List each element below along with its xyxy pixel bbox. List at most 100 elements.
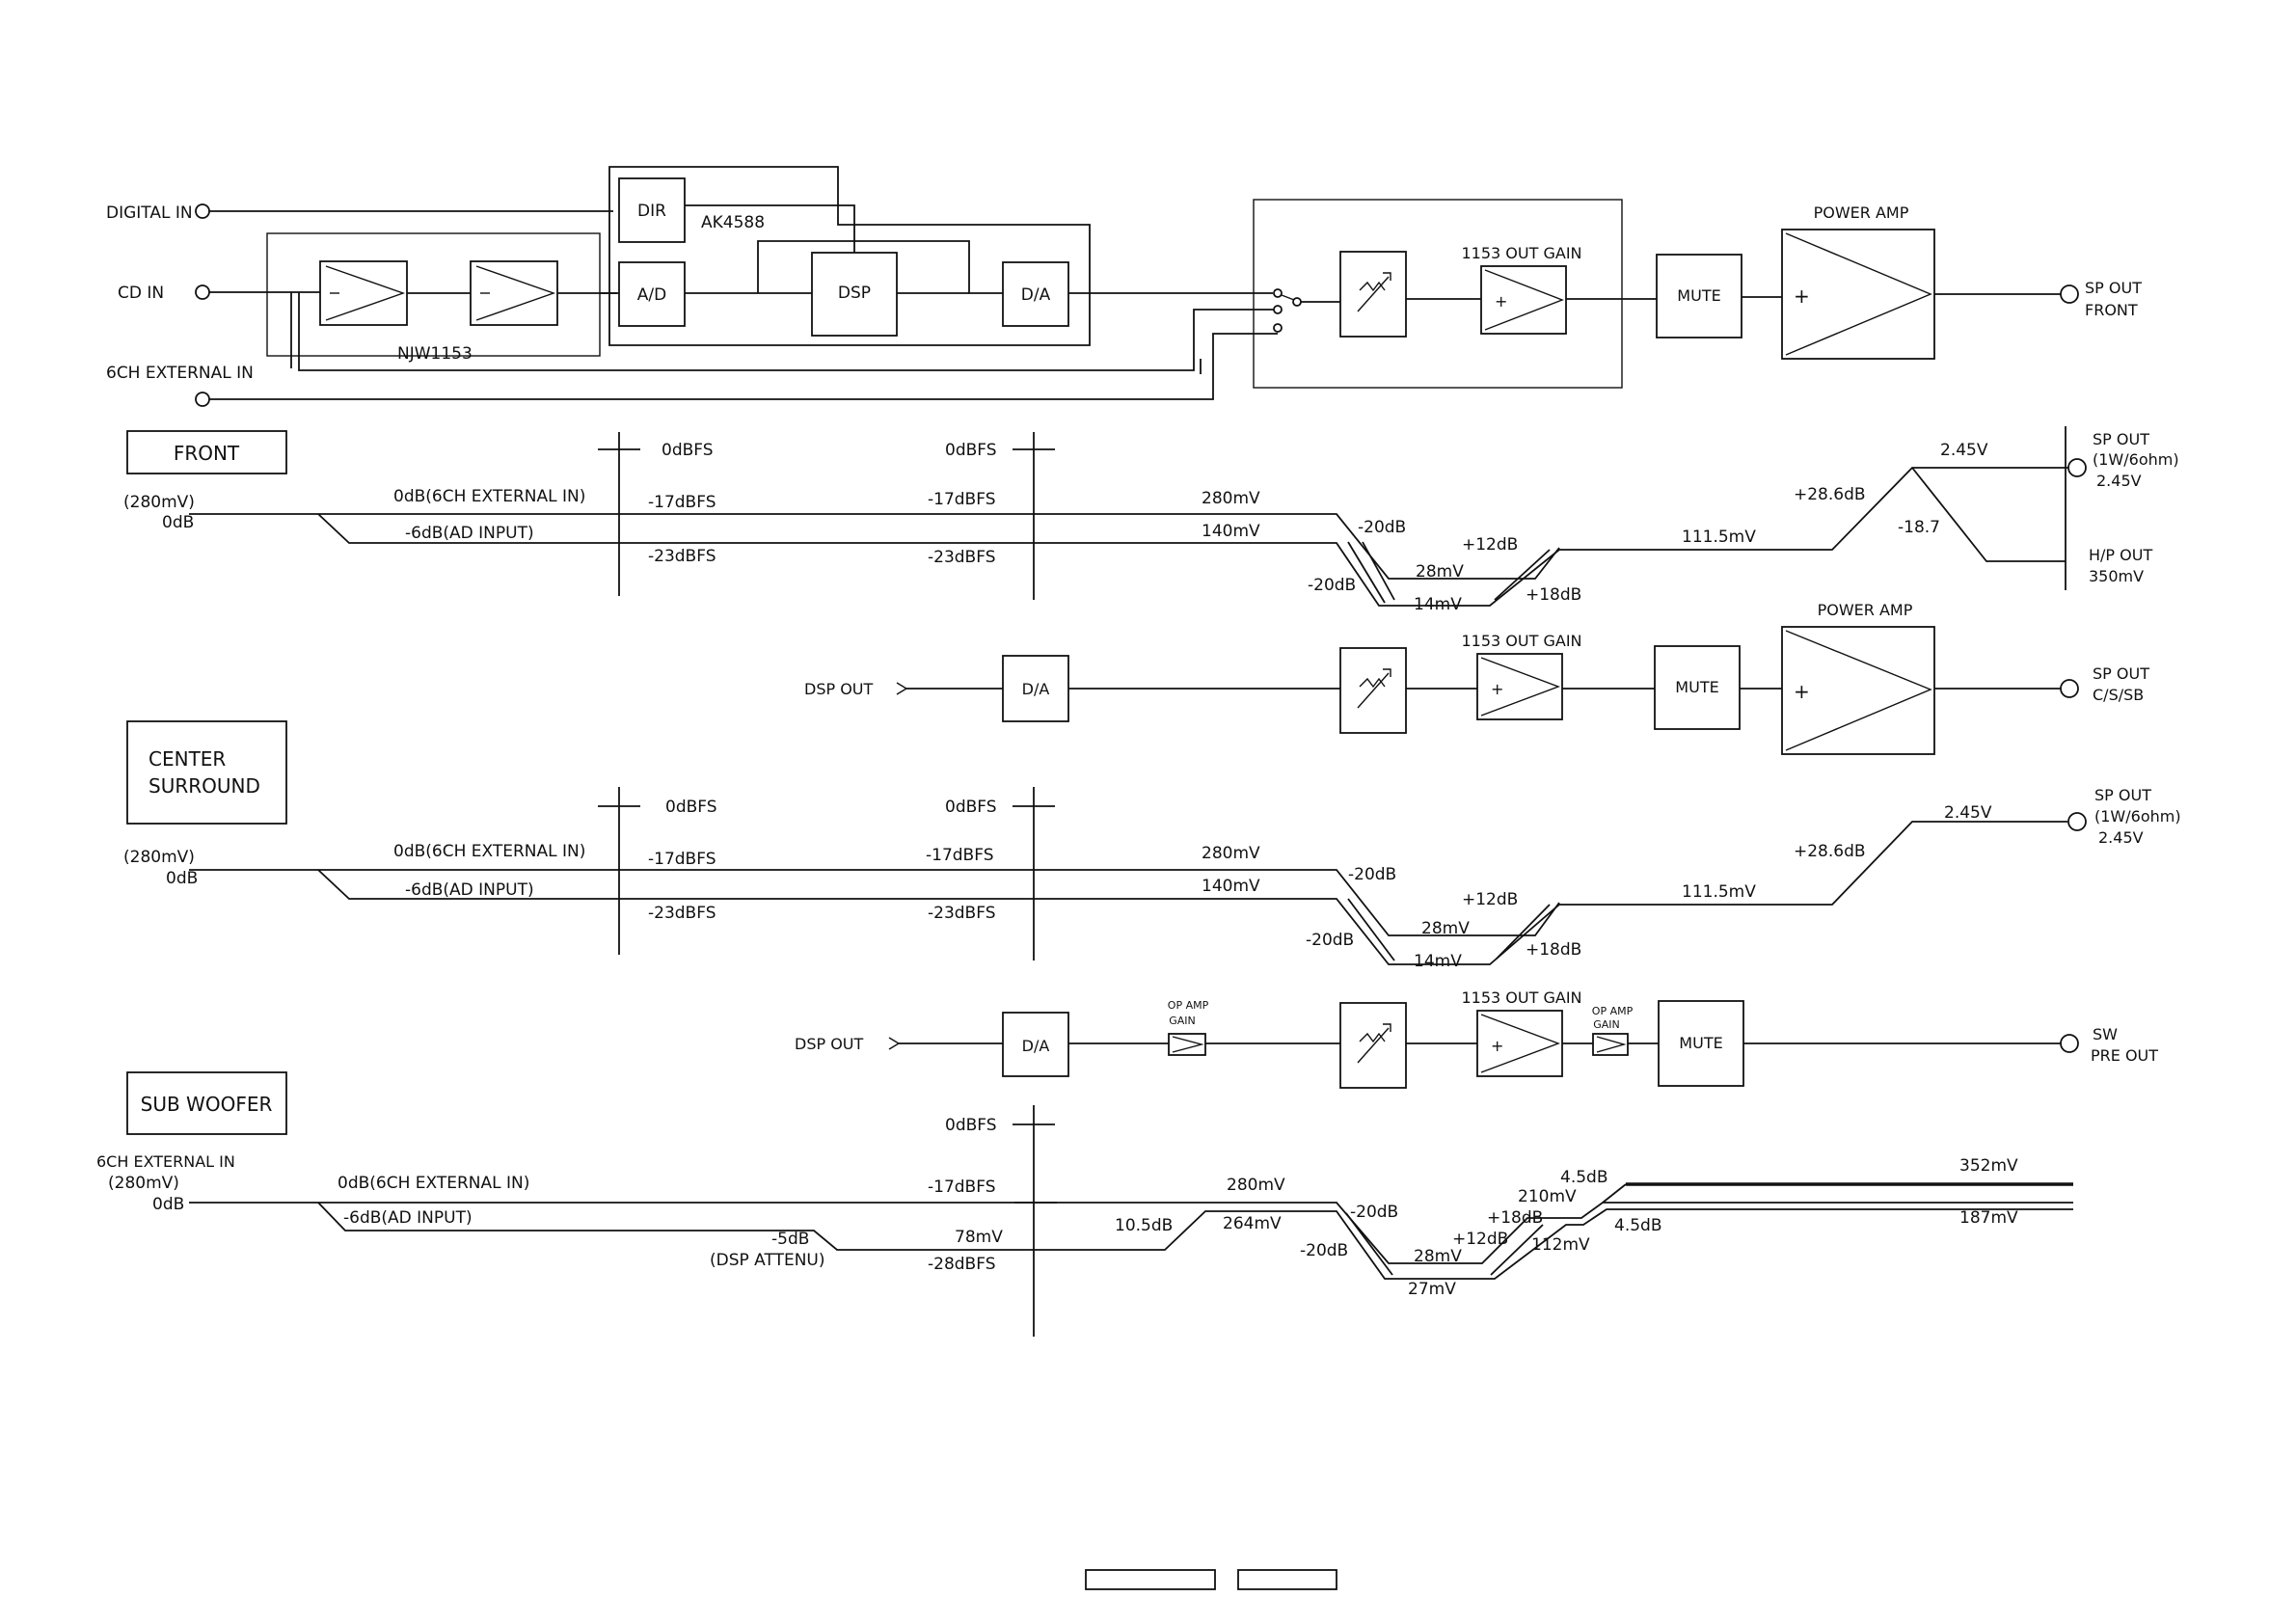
- svg-text:-23dBFS: -23dBFS: [928, 904, 996, 923]
- sw-level-diagram: SUB WOOFER 6CH EXTERNAL IN (280mV) 0dB 0…: [96, 1071, 2073, 1337]
- sw-da-box: [1002, 1012, 1069, 1077]
- selector-outline: [1253, 199, 1623, 389]
- svg-text:+: +: [1794, 680, 1810, 703]
- svg-text:2.45V: 2.45V: [1944, 803, 1992, 823]
- svg-text:140mV: 140mV: [1202, 522, 1260, 541]
- svg-text:+: +: [1794, 284, 1810, 308]
- njw1153-outline: [266, 232, 601, 357]
- svg-text:14mV: 14mV: [1414, 595, 1462, 614]
- svg-text:2.45V: 2.45V: [2098, 828, 2144, 847]
- out-gain-label: 1153 OUT GAIN: [1462, 244, 1582, 262]
- svg-text:0dB(6CH EXTERNAL IN): 0dB(6CH EXTERNAL IN): [393, 487, 585, 506]
- center-level-diagram: CENTER SURROUND (280mV) 0dB 0dB(6CH EXTE…: [123, 720, 2181, 971]
- svg-text:-23dBFS: -23dBFS: [648, 904, 716, 923]
- power-amp-label: POWER AMP: [1814, 203, 1909, 222]
- svg-text:0dB(6CH EXTERNAL IN): 0dB(6CH EXTERNAL IN): [338, 1174, 529, 1193]
- ext-in-jack-icon: [195, 392, 210, 407]
- front-in-2: 0dB: [162, 513, 194, 532]
- svg-text:-6dB(AD INPUT): -6dB(AD INPUT): [405, 880, 534, 900]
- center-level-sp-out-jack-icon: [2067, 812, 2087, 831]
- svg-text:(DSP ATTENU): (DSP ATTENU): [710, 1251, 824, 1270]
- svg-text:+12dB: +12dB: [1452, 1230, 1508, 1249]
- njw1153-label: NJW1153: [397, 344, 473, 364]
- svg-text:0dBFS: 0dBFS: [945, 798, 997, 817]
- da-label: D/A: [1021, 285, 1051, 305]
- svg-text:-17dBFS: -17dBFS: [648, 850, 716, 869]
- out-gain-box: [1480, 265, 1567, 335]
- svg-text:1153 OUT GAIN: 1153 OUT GAIN: [1462, 632, 1582, 650]
- dir-box: [618, 177, 686, 243]
- svg-text:280mV: 280mV: [1202, 844, 1260, 863]
- svg-text:(280mV): (280mV): [123, 848, 195, 867]
- svg-text:C/S/SB: C/S/SB: [2093, 686, 2144, 704]
- center-mute-box: [1654, 645, 1741, 730]
- svg-text:SURROUND: SURROUND: [149, 774, 260, 798]
- svg-text:+12dB: +12dB: [1462, 535, 1518, 555]
- svg-text:OP AMP: OP AMP: [1592, 1005, 1634, 1017]
- svg-text:GAIN: GAIN: [1593, 1018, 1620, 1031]
- cd-in-jack-icon: [195, 284, 210, 300]
- svg-text:-17dBFS: -17dBFS: [648, 493, 716, 512]
- svg-text:-6dB(AD INPUT): -6dB(AD INPUT): [343, 1208, 473, 1228]
- svg-text:+18dB: +18dB: [1487, 1208, 1543, 1228]
- svg-text:(1W/6ohm): (1W/6ohm): [2093, 450, 2179, 469]
- svg-text:0dBFS: 0dBFS: [665, 798, 717, 817]
- svg-text:2.45V: 2.45V: [2096, 472, 2142, 490]
- svg-text:-6dB(AD INPUT): -6dB(AD INPUT): [405, 524, 534, 543]
- svg-text:28mV: 28mV: [1421, 919, 1470, 938]
- center-out-gain-box: [1476, 653, 1563, 720]
- svg-text:10.5dB: 10.5dB: [1115, 1216, 1173, 1235]
- svg-text:-18.7: -18.7: [1898, 518, 1940, 537]
- svg-text:352mV: 352mV: [1959, 1156, 2018, 1176]
- svg-text:6CH EXTERNAL IN: 6CH EXTERNAL IN: [96, 1152, 235, 1171]
- svg-text:+28.6dB: +28.6dB: [1794, 842, 1866, 861]
- svg-text:-20dB: -20dB: [1300, 1241, 1348, 1260]
- svg-text:2.45V: 2.45V: [1940, 441, 1988, 460]
- svg-text:SW: SW: [2093, 1025, 2118, 1043]
- sw-volume-icon: [1339, 1002, 1407, 1089]
- dsp-box: [811, 252, 898, 337]
- center-volume-icon: [1339, 647, 1407, 734]
- svg-text:+: +: [1491, 1037, 1503, 1055]
- svg-text:-20dB: -20dB: [1308, 576, 1356, 595]
- dir-label: DIR: [637, 202, 666, 221]
- svg-text:-23dBFS: -23dBFS: [648, 547, 716, 566]
- digital-in-label: DIGITAL IN: [106, 203, 193, 223]
- svg-text:SP OUT: SP OUT: [2094, 786, 2151, 804]
- svg-text:0dBFS: 0dBFS: [945, 1116, 997, 1135]
- svg-text:GAIN: GAIN: [1169, 1015, 1196, 1027]
- svg-text:CENTER: CENTER: [149, 747, 226, 771]
- mute-box: [1656, 254, 1742, 338]
- svg-text:-20dB: -20dB: [1306, 931, 1354, 950]
- sw-pre-out-jack-icon: [2060, 1034, 2079, 1053]
- svg-text:111.5mV: 111.5mV: [1682, 882, 1756, 902]
- svg-text:350mV: 350mV: [2089, 567, 2144, 585]
- svg-text:DSP OUT: DSP OUT: [795, 1035, 864, 1053]
- svg-text:210mV: 210mV: [1518, 1187, 1577, 1206]
- sw-opamp-2: [1592, 1033, 1629, 1056]
- svg-text:187mV: 187mV: [1959, 1208, 2018, 1228]
- svg-text:112mV: 112mV: [1531, 1235, 1590, 1255]
- svg-text:0dBFS: 0dBFS: [662, 441, 714, 460]
- svg-text:1153 OUT GAIN: 1153 OUT GAIN: [1462, 988, 1582, 1007]
- svg-text:0dB: 0dB: [166, 869, 198, 888]
- svg-text:PRE OUT: PRE OUT: [2091, 1046, 2158, 1065]
- svg-text:0dB(6CH EXTERNAL IN): 0dB(6CH EXTERNAL IN): [393, 842, 585, 861]
- sp-out-front-1: SP OUT: [2085, 279, 2142, 297]
- svg-text:OP AMP: OP AMP: [1168, 999, 1209, 1012]
- sp-out-front-jack-icon: [2060, 284, 2079, 304]
- svg-text:14mV: 14mV: [1414, 952, 1462, 971]
- svg-text:28mV: 28mV: [1416, 562, 1464, 582]
- front-level-diagram: FRONT (280mV) 0dB 0dB(6CH EXTERNAL IN) -…: [123, 426, 2179, 614]
- svg-text:264mV: 264mV: [1223, 1214, 1282, 1233]
- svg-text:4.5dB: 4.5dB: [1560, 1168, 1608, 1187]
- front-title-box: [126, 430, 287, 474]
- footer-box-right: [1237, 1569, 1337, 1590]
- svg-text:+18dB: +18dB: [1526, 585, 1581, 605]
- center-power-amp-box: [1781, 626, 1935, 755]
- svg-text:D/A: D/A: [1022, 1037, 1050, 1055]
- svg-text:+28.6dB: +28.6dB: [1794, 485, 1866, 504]
- front-sp-out-jack-icon: [2067, 458, 2087, 477]
- sw-mute-box: [1658, 1000, 1744, 1087]
